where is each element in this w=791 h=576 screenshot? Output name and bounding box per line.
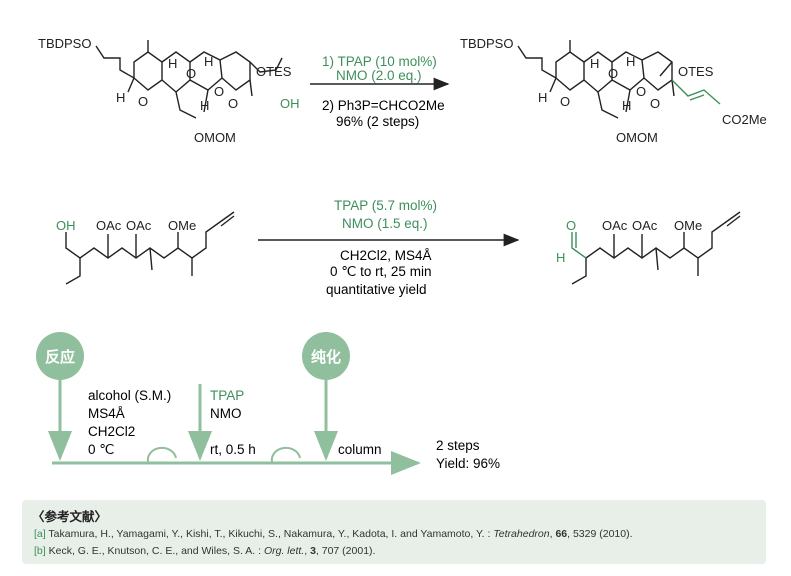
- label-omom-left: OMOM: [194, 130, 236, 145]
- reaction-badge: [36, 332, 84, 380]
- purify-badge: [302, 332, 350, 380]
- flow-reagent-2: MS4Å: [88, 406, 125, 421]
- label-o-aldehyde: O: [566, 218, 576, 233]
- label-h-left-3: H: [204, 54, 213, 69]
- label-o-left-3: O: [214, 84, 224, 99]
- label-o-left-2: O: [186, 66, 196, 81]
- label-h-right-1: H: [538, 90, 547, 105]
- label-h-left-1: H: [116, 90, 125, 105]
- label-oac-2: OAc: [126, 218, 152, 233]
- flow-add-nmo: NMO: [210, 406, 242, 421]
- reference-b-volume: 3: [310, 545, 316, 557]
- flow-reagent-1: alcohol (S.M.): [88, 388, 171, 403]
- scheme1-step2: 2) Ph3P=CHCO2Me: [322, 98, 445, 113]
- scheme1-step1b: NMO (2.0 eq.): [336, 68, 422, 83]
- label-tbdpso-left: TBDPSO: [38, 36, 91, 51]
- label-omom-right: OMOM: [616, 130, 658, 145]
- stir-icon-1: [146, 446, 177, 463]
- label-oh-left: OH: [280, 96, 300, 111]
- product-aldehyde-chain: [571, 211, 741, 285]
- flow-result-yield: Yield: 96%: [436, 456, 500, 471]
- product-enoate: [517, 40, 675, 119]
- reaction-badge-label: 反应: [45, 348, 75, 366]
- label-o-right-2: O: [608, 66, 618, 81]
- label-h-left-2: H: [168, 56, 177, 71]
- flow-result-steps: 2 steps: [436, 438, 480, 453]
- reference-b-pages: , 707 (2001).: [315, 545, 376, 557]
- label-tbdpso-right: TBDPSO: [460, 36, 513, 51]
- reference-b-journal: Org. lett.: [263, 545, 305, 557]
- label-otes-right: OTES: [678, 64, 714, 79]
- label-h-left-4: H: [200, 98, 209, 113]
- label-oac-3: OAc: [602, 218, 628, 233]
- reference-a-pages: , 5329 (2010).: [567, 528, 633, 540]
- stir-icon-2: [270, 446, 301, 463]
- label-otes-left: OTES: [256, 64, 292, 79]
- scheme2-cond-tpap: TPAP (5.7 mol%): [334, 198, 437, 213]
- label-h-right-3: H: [626, 54, 635, 69]
- reference-a-volume: 66: [555, 528, 568, 540]
- scheme2-cond-temp: 0 ℃ to rt, 25 min: [330, 264, 431, 279]
- scheme2-cond-solvent: CH2Cl2, MS4Å: [340, 248, 432, 263]
- label-h-right-2: H: [590, 56, 599, 71]
- label-h-right-4: H: [622, 98, 631, 113]
- starting-polyether: [95, 40, 283, 119]
- starting-alcohol-chain: [65, 211, 235, 285]
- reference-a: [a] Takamura, H., Yamagami, Y., Kishi, T…: [34, 528, 633, 540]
- label-ome-1: OMe: [168, 218, 196, 233]
- scheme2-cond-nmo: NMO (1.5 eq.): [342, 216, 428, 231]
- label-oac-4: OAc: [632, 218, 658, 233]
- reaction-scheme: TBDPSO H O H O H O H O OTES OH OMOM 1) T…: [36, 36, 767, 475]
- scheme1-yield: 96% (2 steps): [336, 114, 419, 129]
- label-o-right-3: O: [636, 84, 646, 99]
- reference-a-authors: Takamura, H., Yamagami, Y., Kishi, T., K…: [45, 528, 494, 540]
- reference-a-tag: [a]: [34, 528, 46, 540]
- flow-add-tpap: TPAP: [210, 388, 244, 403]
- reference-a-journal: Tetrahedron: [493, 528, 550, 540]
- flow-column: column: [338, 442, 382, 457]
- label-o-right-1: O: [560, 94, 570, 109]
- label-oh-chain: OH: [56, 218, 76, 233]
- references-panel: 〈参考文献〉 [a] Takamura, H., Yamagami, Y., K…: [22, 500, 766, 564]
- enoate-side-chain: [671, 79, 721, 105]
- flow-time: rt, 0.5 h: [210, 442, 256, 457]
- label-co2me-right: CO2Me: [722, 112, 767, 127]
- label-ome-2: OMe: [674, 218, 702, 233]
- reference-b-authors: Keck, G. E., Knutson, C. E., and Wiles, …: [45, 545, 264, 557]
- purify-badge-label: 纯化: [311, 348, 341, 366]
- process-flow: [48, 380, 421, 475]
- scheme1-step1: 1) TPAP (10 mol%): [322, 54, 437, 69]
- label-h-aldehyde: H: [556, 250, 565, 265]
- reference-b: [b] Keck, G. E., Knutson, C. E., and Wil…: [34, 545, 376, 557]
- references-title: 〈参考文献〉: [32, 510, 108, 524]
- flow-reagent-3: CH2Cl2: [88, 424, 135, 439]
- label-o-left-1: O: [138, 94, 148, 109]
- label-o-right-4: O: [650, 96, 660, 111]
- flow-reagent-4: 0 ℃: [88, 442, 114, 457]
- label-oac-1: OAc: [96, 218, 122, 233]
- scheme2-cond-yield: quantitative yield: [326, 282, 427, 297]
- aldehyde-group: [571, 232, 587, 259]
- reference-b-tag: [b]: [34, 545, 46, 557]
- label-o-left-4: O: [228, 96, 238, 111]
